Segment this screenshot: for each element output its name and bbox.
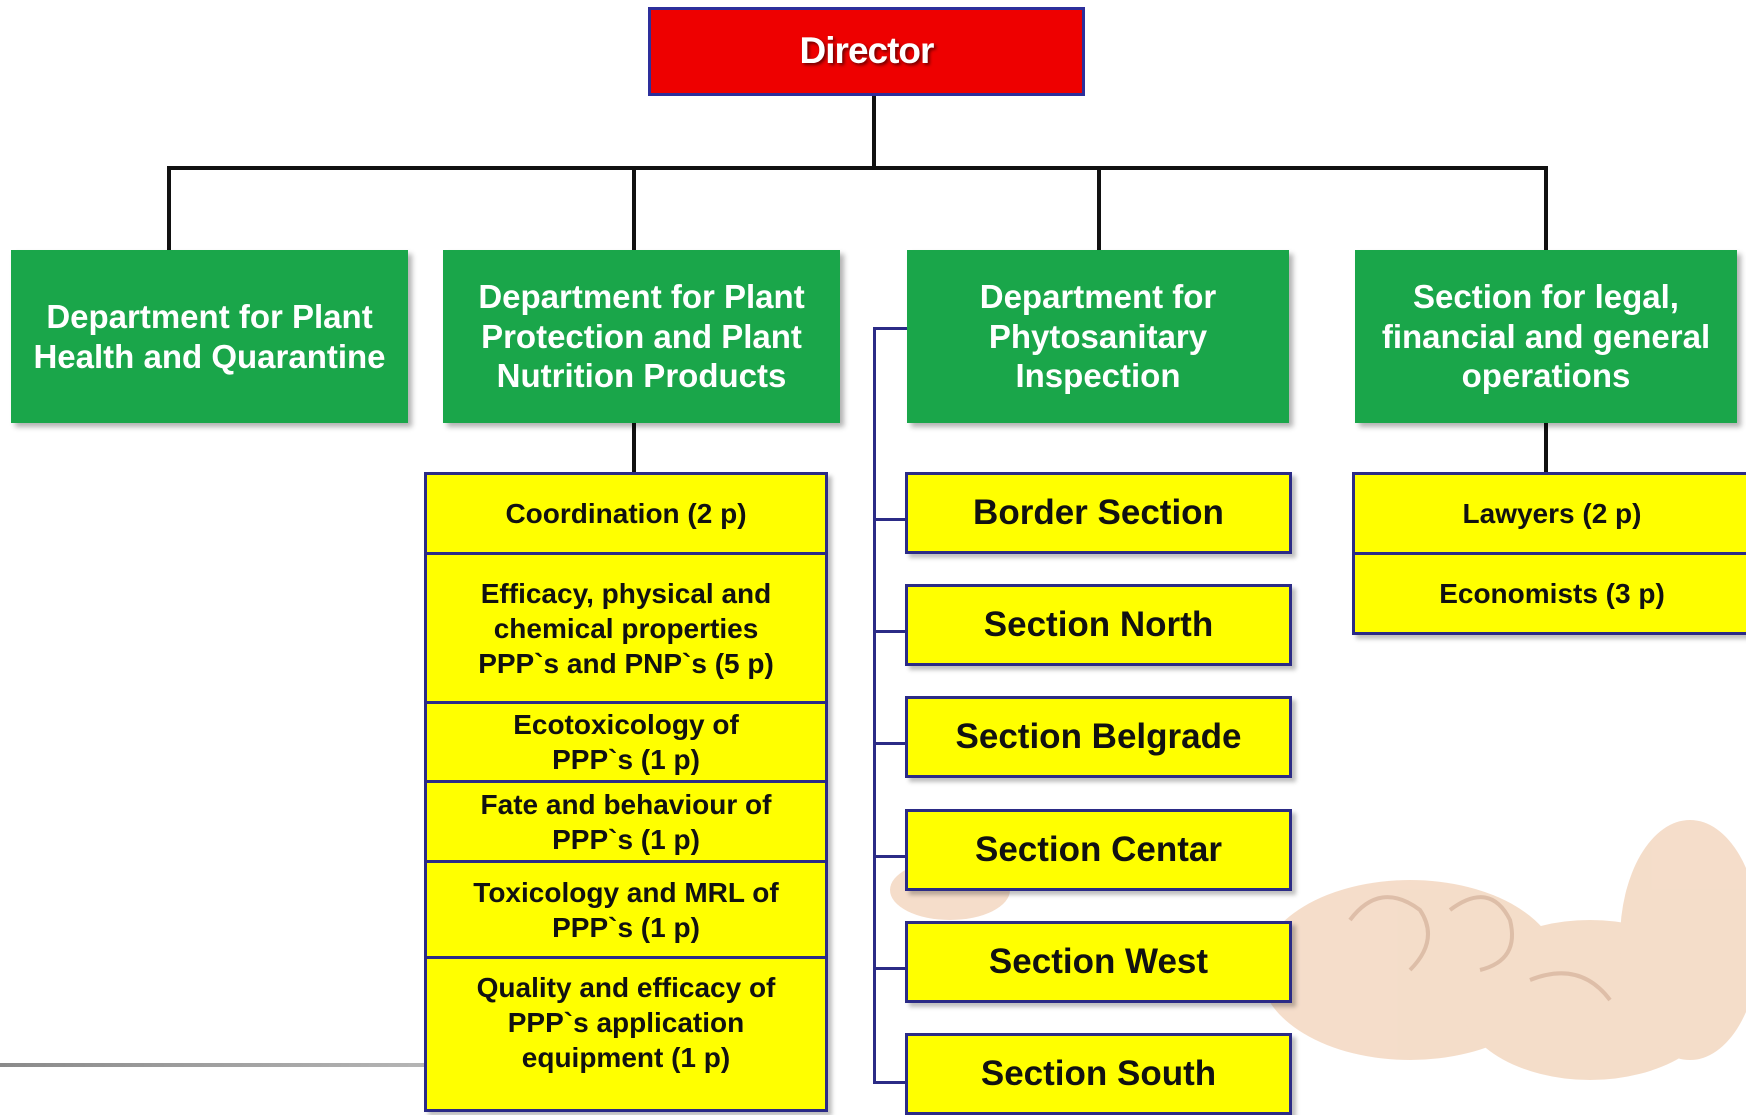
inspection-tick-1 <box>873 518 907 521</box>
unit-lawyers: Lawyers (2 p) <box>1462 498 1642 529</box>
director-box: Director <box>648 7 1085 96</box>
unit-economists: Economists (3 p) <box>1439 578 1665 609</box>
legal-units: Lawyers (2 p) Economists (3 p) <box>1352 472 1746 635</box>
section-centar: Section Centar <box>905 809 1292 891</box>
dept-plant-protection: Department for Plant Protection and Plan… <box>443 250 840 423</box>
connector-dept-4 <box>1544 166 1548 250</box>
unit-divider <box>427 552 825 555</box>
unit-divider <box>427 860 825 863</box>
section-legal-financial: Section for legal, financial and general… <box>1355 250 1737 423</box>
dept-phytosanitary-inspection: Department for Phytosanitary Inspection <box>907 250 1289 423</box>
plant-protection-units: Coordination (2 p) Efficacy, physical an… <box>424 472 828 1112</box>
unit-ecotoxicology: Ecotoxicology of PPP`s (1 p) <box>513 709 739 775</box>
unit-quality-equipment: Quality and efficacy of PPP`s applicatio… <box>476 971 776 1073</box>
section-west: Section West <box>905 921 1292 1003</box>
unit-divider <box>1355 552 1746 555</box>
inspection-tick-6 <box>873 1081 907 1084</box>
connector-dept-3 <box>1097 166 1101 250</box>
section-north: Section North <box>905 584 1292 666</box>
section-south: Section South <box>905 1033 1292 1115</box>
connector-dept-1 <box>167 166 171 250</box>
connector-dept-4-units <box>1544 423 1548 475</box>
dept-plant-health: Department for Plant Health and Quaranti… <box>11 250 408 423</box>
inspection-tick-2 <box>873 630 907 633</box>
inspection-tick-4 <box>873 855 907 858</box>
footer-divider <box>0 1063 424 1067</box>
inspection-bracket-top <box>873 327 907 330</box>
unit-divider <box>427 780 825 783</box>
inspection-tick-5 <box>873 967 907 970</box>
section-belgrade: Section Belgrade <box>905 696 1292 778</box>
inspection-bracket-vertical <box>873 327 876 1084</box>
unit-divider <box>427 956 825 959</box>
inspection-tick-3 <box>873 742 907 745</box>
unit-toxicology-mrl: Toxicology and MRL of PPP`s (1 p) <box>473 876 779 943</box>
connector-dept-2 <box>632 166 636 250</box>
connector-dept-2-units <box>632 423 636 475</box>
connector-director-down <box>872 96 876 168</box>
connector-horizontal-bus <box>167 166 1548 170</box>
unit-coordination: Coordination (2 p) <box>505 498 747 529</box>
unit-divider <box>427 701 825 704</box>
section-border: Border Section <box>905 472 1292 554</box>
unit-efficacy: Efficacy, physical and chemical properti… <box>478 577 774 679</box>
unit-fate-behaviour: Fate and behaviour of PPP`s (1 p) <box>480 788 772 855</box>
